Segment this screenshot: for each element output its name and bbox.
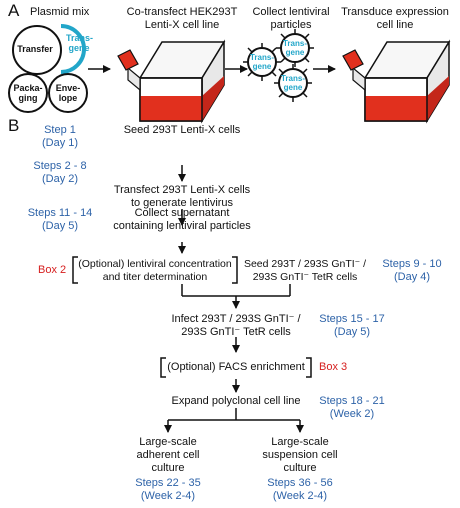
plasmid-mix-label: Plasmid mix xyxy=(30,6,90,18)
bracket-optional-left xyxy=(72,256,78,284)
packaging-label-line2: ging xyxy=(18,93,38,103)
virus3-label-line2: gene xyxy=(283,83,303,92)
adherent-line2: adherent cell xyxy=(136,449,200,461)
envelope-plasmid xyxy=(48,73,88,113)
envelope-label-line2: lope xyxy=(58,93,78,103)
optional-concentration-line1: (Optional) lentiviral concentration xyxy=(78,258,232,270)
transfer-label: Transfer xyxy=(17,44,53,54)
seed-multi-line2: 293S GnTI⁻ TetR cells xyxy=(252,271,358,283)
panel-a-letter: A xyxy=(8,1,20,20)
collect-particles-line1: Collect lentiviral xyxy=(252,6,330,18)
panel-b-letter: B xyxy=(8,116,20,135)
cotransfect-label-line1: Co-transfect HEK293T xyxy=(126,6,238,18)
adherent-line3: culture xyxy=(151,462,185,474)
collect-supernatant-line1: Collect supernatant xyxy=(134,207,230,219)
steps9-line1: Steps 9 - 10 xyxy=(382,258,442,270)
steps11-line2: (Day 5) xyxy=(41,220,79,232)
adherent-line1: Large-scale xyxy=(139,436,197,448)
steps11-line1: Steps 11 - 14 xyxy=(27,207,93,219)
suspension-line1: Large-scale xyxy=(271,436,329,448)
seed-multi-line1: Seed 293T / 293S GnTI⁻ / xyxy=(243,258,367,270)
steps22-line2: (Week 2-4) xyxy=(140,490,196,502)
collect-particles-line2: particles xyxy=(270,19,312,31)
transduce-label-line1: Transduce expression xyxy=(341,6,449,18)
step1-line2: (Day 1) xyxy=(41,137,79,149)
flask-2 xyxy=(342,39,451,124)
transgene-label-line2: gene xyxy=(68,43,90,53)
infect-line2: 293S GnTI⁻ TetR cells xyxy=(181,326,291,338)
transfect-line1: Transfect 293T Lenti-X cells xyxy=(113,184,251,196)
virus-particle-1 xyxy=(243,43,281,81)
steps2-line2: (Day 2) xyxy=(41,173,79,185)
steps18-line2: (Week 2) xyxy=(329,408,375,420)
transgene-label-line1: Trans- xyxy=(66,33,94,43)
virus3-label-line1: Trans- xyxy=(280,74,305,83)
virus-particle-3 xyxy=(274,64,312,102)
virus2-label-line1: Trans- xyxy=(282,39,307,48)
suspension-line2: suspension cell xyxy=(262,449,338,461)
transgene-arc xyxy=(60,24,86,74)
infect-line1: Infect 293T / 293S GnTI⁻ / xyxy=(171,313,301,325)
steps9-line2: (Day 4) xyxy=(393,271,431,283)
virus1-label-line1: Trans- xyxy=(249,53,274,62)
transfect-line2: to generate lentivirus xyxy=(130,197,234,209)
steps36-line2: (Week 2-4) xyxy=(272,490,328,502)
packaging-label-line1: Packa- xyxy=(13,83,43,93)
bracket-optional-right xyxy=(232,256,238,284)
flask-1 xyxy=(117,39,226,124)
steps2-line1: Steps 2 - 8 xyxy=(33,160,87,172)
bracket-facs-right xyxy=(306,357,312,378)
transduce-label-line2: cell line xyxy=(376,19,414,31)
facs-enrichment: (Optional) FACS enrichment xyxy=(167,361,305,373)
virus2-label-line2: gene xyxy=(285,48,305,57)
step1-line1: Step 1 xyxy=(44,124,76,136)
optional-concentration-line2: and titer determination xyxy=(102,271,208,283)
box2-label: Box 2 xyxy=(38,264,67,276)
expand-polyclonal: Expand polyclonal cell line xyxy=(171,395,301,407)
steps15-line1: Steps 15 - 17 xyxy=(319,313,385,325)
bracket-facs-left xyxy=(160,357,166,378)
envelope-label-line1: Enve- xyxy=(55,83,81,93)
virus1-label-line2: gene xyxy=(252,62,272,71)
seed-293t-step: Seed 293T Lenti-X cells xyxy=(123,124,241,136)
steps15-line2: (Day 5) xyxy=(333,326,371,338)
cotransfect-label-line2: Lenti-X cell line xyxy=(144,19,220,31)
transfer-plasmid xyxy=(12,25,62,75)
box3-label: Box 3 xyxy=(319,361,348,373)
virus-particle-2 xyxy=(276,29,314,67)
steps18-line1: Steps 18 - 21 xyxy=(319,395,385,407)
steps36-line1: Steps 36 - 56 xyxy=(267,477,333,489)
suspension-line3: culture xyxy=(283,462,317,474)
steps22-line1: Steps 22 - 35 xyxy=(135,477,201,489)
packaging-plasmid xyxy=(8,73,48,113)
collect-supernatant-line2: containing lentiviral particles xyxy=(113,220,251,232)
